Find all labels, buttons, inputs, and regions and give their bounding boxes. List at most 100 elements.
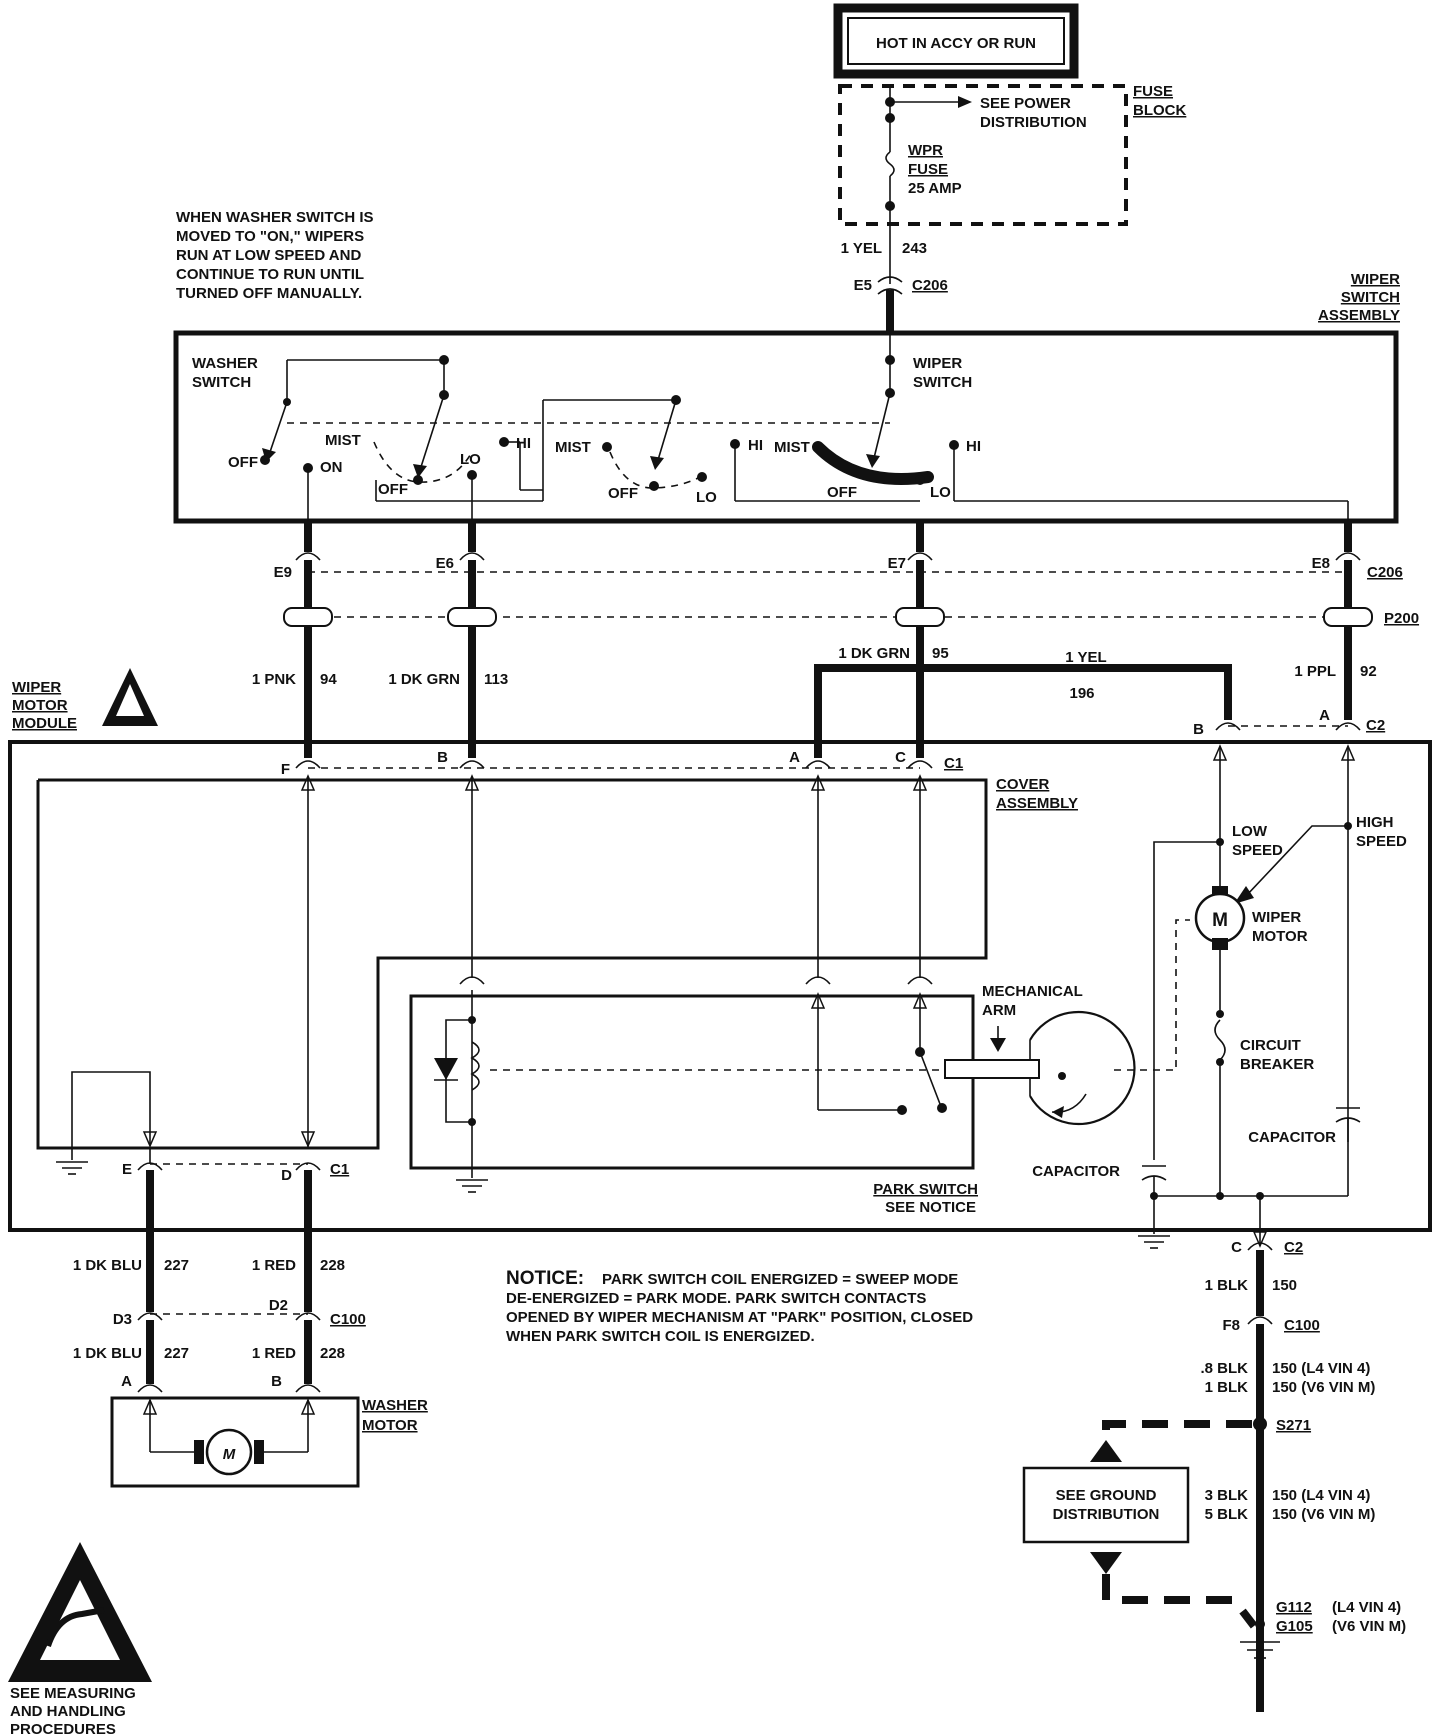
park-notice: NOTICE: PARK SWITCH COIL ENERGIZED = SWE… (506, 1268, 973, 1345)
notice-line-4: WHEN PARK SWITCH COIL IS ENERGIZED. (506, 1328, 815, 1345)
washer-motor-box (110, 1396, 360, 1488)
fuse-block-title-2: BLOCK (1133, 102, 1186, 119)
low-speed-label-1: LOW (1232, 823, 1268, 840)
switch-assembly-title-1: WIPER (1351, 271, 1400, 288)
wire-150-l4-label: 150 (L4 VIN 4) (1272, 1360, 1370, 1377)
see-power-1: SEE POWER (980, 95, 1071, 112)
cover-label-1: COVER (996, 776, 1050, 793)
cover-label-2: ASSEMBLY (996, 795, 1078, 812)
wire-95-color: 1 DK GRN (838, 645, 910, 662)
wiper-motor-label-2: MOTOR (1252, 928, 1308, 945)
pin-a-c2: A (1319, 707, 1330, 724)
ground-icon (1240, 1641, 1280, 1659)
note-line-1: WHEN WASHER SWITCH IS (176, 209, 374, 226)
pin-e7: E7 (888, 555, 906, 572)
washer-off: OFF (228, 454, 258, 471)
wire-150-l4b-color: 3 BLK (1205, 1487, 1249, 1504)
wire-228b-circuit: 228 (320, 1345, 345, 1362)
washer-switch-label-2: SWITCH (192, 374, 251, 391)
capacitor-label-left: CAPACITOR (1032, 1163, 1120, 1180)
see-power-2: DISTRIBUTION (980, 114, 1087, 131)
washer-switch-label-1: WASHER (192, 355, 258, 372)
wiper-hi: HI (966, 438, 981, 455)
ground-g112: G112 (1276, 1599, 1312, 1616)
washer-motor-title-2: MOTOR (362, 1417, 418, 1434)
wire-243-color: 1 YEL (841, 240, 882, 257)
notice-heading: NOTICE: (506, 1268, 584, 1289)
pin-c-c1: C (895, 749, 906, 766)
pin-e9: E9 (274, 564, 292, 581)
hot-label: HOT IN ACCY OR RUN (876, 35, 1036, 52)
wiper-switch-label-2: SWITCH (913, 374, 972, 391)
c2-bottom-label: C2 (1284, 1239, 1303, 1256)
wiper-motor-symbol: M (1212, 910, 1228, 931)
washer-motor-symbol: M (223, 1446, 236, 1463)
wiper-switch-assembly: WIPER SWITCH ASSEMBLY WASHER SWITCH WIPE… (173, 271, 1400, 524)
c1-label: C1 (944, 755, 963, 772)
fuse-name-1: WPR (908, 142, 943, 159)
wiper-off: OFF (827, 484, 857, 501)
sw1-mist: MIST (325, 432, 361, 449)
c206-connector: E9 E6 E7 E8 C206 P200 (274, 521, 1419, 627)
wiper-motor-label-1: WIPER (1252, 909, 1301, 926)
sw1-off: OFF (378, 481, 408, 498)
fuse-block-title-1: FUSE (1133, 83, 1173, 100)
wiper-switch-label-1: WIPER (913, 355, 962, 372)
mech-arm-label-1: MECHANICAL (982, 983, 1083, 1000)
grommet-95 (895, 607, 945, 627)
wire-227b-circuit: 227 (164, 1345, 189, 1362)
wire-113-color: 1 DK GRN (388, 671, 460, 688)
see-ground-box[interactable] (1022, 1466, 1190, 1544)
washer-note: WHEN WASHER SWITCH IS MOVED TO "ON," WIP… (176, 209, 374, 302)
capacitor-label-right: CAPACITOR (1248, 1129, 1336, 1146)
power-source-box: HOT IN ACCY OR RUN (833, 3, 1079, 79)
washer-on: ON (320, 459, 343, 476)
wire-94-circuit: 94 (320, 671, 337, 688)
park-coil-icon (470, 1041, 480, 1091)
wire-95-circuit: 95 (932, 645, 949, 662)
see-ground-2: DISTRIBUTION (1053, 1506, 1160, 1523)
module-title-3: MODULE (12, 715, 77, 732)
pin-e8: E8 (1312, 555, 1330, 572)
wire-150-circuit: 150 (1272, 1277, 1297, 1294)
switch-assembly-title-3: ASSEMBLY (1318, 307, 1400, 324)
circuit-breaker-icon (1214, 1019, 1226, 1061)
circuit-breaker-label-1: CIRCUIT (1240, 1037, 1301, 1054)
washer-wiring: 1 DK BLU 227 1 RED 228 D3 D2 C100 1 DK B… (73, 1170, 428, 1488)
notice-line-2: DE-ENERGIZED = PARK MODE. PARK SWITCH CO… (506, 1290, 926, 1307)
grommet-92 (1323, 607, 1373, 627)
park-switch-label: PARK SWITCH (873, 1181, 978, 1198)
esd-line-3: PROCEDURES (10, 1721, 116, 1736)
esd-line-2: AND HANDLING (10, 1703, 126, 1720)
switch-assembly-title-2: SWITCH (1341, 289, 1400, 306)
note-line-2: MOVED TO "ON," WIPERS (176, 228, 364, 245)
washer-pin-a: A (121, 1373, 132, 1390)
splice-s271 (1253, 1417, 1267, 1431)
wire-150-l4b-label: 150 (L4 VIN 4) (1272, 1487, 1370, 1504)
pin-f8: F8 (1222, 1317, 1240, 1334)
circuit-breaker-label-2: BREAKER (1240, 1056, 1314, 1073)
notice-line-3: OPENED BY WIPER MECHANISM AT "PARK" POSI… (506, 1309, 973, 1326)
splice-s271-label: S271 (1276, 1417, 1311, 1434)
c206-label: C206 (1367, 564, 1403, 581)
wire-243-pin: E5 (854, 277, 872, 294)
harness-wires: 1 PNK 94 1 DK GRN 113 1 DK GRN 95 1 PPL … (252, 626, 1377, 758)
c100-washer-label: C100 (330, 1311, 366, 1328)
sw1-lo: LO (460, 451, 481, 468)
wire-150-l4-color: .8 BLK (1200, 1360, 1248, 1377)
pin-e6: E6 (436, 555, 454, 572)
ground-icon (56, 1148, 88, 1175)
pin-a-c1: A (789, 749, 800, 766)
pin-c-c2: C (1231, 1239, 1242, 1256)
ground-g105-label: (V6 VIN M) (1332, 1618, 1406, 1635)
pin-b-c2: B (1193, 721, 1204, 738)
sw2-lo: LO (696, 489, 717, 506)
ground-g105: G105 (1276, 1618, 1313, 1635)
wire-92-color: 1 PPL (1294, 663, 1336, 680)
wire-150-v6-label: 150 (V6 VIN M) (1272, 1379, 1375, 1396)
mech-arm-label-2: ARM (982, 1002, 1016, 1019)
wire-227-circuit: 227 (164, 1257, 189, 1274)
wire-243: 1 YEL 243 E5 C206 (841, 206, 948, 333)
wire-94-color: 1 PNK (252, 671, 296, 688)
